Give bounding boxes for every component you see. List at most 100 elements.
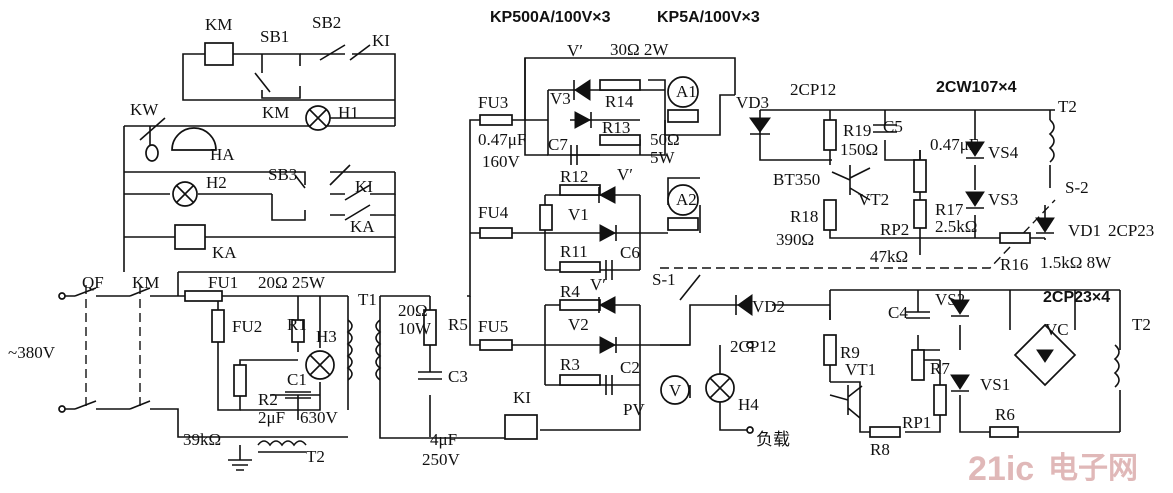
s2-label: S-2	[1065, 178, 1089, 197]
resistor-r2	[233, 364, 247, 397]
fuse-fu2	[211, 309, 225, 343]
transistor-vt1	[829, 385, 863, 419]
c7-value: 0.47μF	[478, 130, 526, 149]
r18-value: 390Ω	[776, 230, 814, 249]
c3-value: 4μF	[430, 430, 457, 449]
lamp-h2	[172, 181, 198, 207]
pv-label: PV	[623, 400, 645, 419]
km-coil	[204, 42, 234, 66]
r1-value: 20Ω 25W	[258, 273, 326, 292]
ka-label-contact: KA	[350, 217, 375, 236]
transistor-vt2	[831, 165, 871, 201]
kw-contact	[145, 144, 159, 162]
resistor-r9	[823, 334, 837, 366]
km-label-main: KM	[132, 273, 159, 292]
r19-label: R19	[843, 121, 871, 140]
watermark-cn: 电子网	[1048, 452, 1138, 485]
resistor-r3	[559, 374, 601, 386]
resistor-r4	[559, 299, 601, 311]
ki-label-top: KI	[372, 31, 390, 50]
r19-value: 150Ω	[840, 140, 878, 159]
watermark-brand: 21ic	[968, 450, 1034, 488]
v3-label: V3	[550, 89, 571, 108]
r2-label: R2	[258, 390, 278, 409]
capacitor-c1	[285, 391, 311, 399]
thyristor-small-spec: KP5A/100V×3	[657, 9, 760, 26]
resistor-r5	[423, 309, 437, 346]
diode-vd3	[749, 117, 771, 135]
c4-label: C4	[888, 303, 908, 322]
ki-label-mid: KI	[355, 177, 373, 196]
vc-label: VC	[1045, 320, 1069, 339]
transformer-t1	[346, 319, 382, 381]
vt2-label: VT2	[858, 190, 889, 209]
km-label-coil: KM	[205, 15, 232, 34]
t2-label-bottom: T2	[306, 447, 325, 466]
qf-label: QF	[82, 273, 104, 292]
h2-label: H2	[206, 173, 227, 192]
fu2-label: FU2	[232, 317, 262, 336]
load-label: 负载	[756, 430, 790, 449]
vd3-label: VD3	[736, 93, 769, 112]
transformer-t2-bottom	[257, 440, 307, 453]
transformer-t2-top	[1048, 119, 1055, 163]
vt1-label: VT1	[845, 360, 876, 379]
capacitor-c7	[570, 145, 578, 165]
vd2-label: VD2	[752, 297, 785, 316]
diode-vd1	[1035, 217, 1055, 234]
load-terminal-bottom	[746, 426, 754, 434]
s1-label: S-1	[652, 270, 676, 289]
thyristor-v2	[598, 296, 617, 354]
resistor-r14	[599, 79, 641, 91]
zener-vs4	[965, 141, 985, 159]
transformer-t2-right	[1113, 344, 1120, 388]
c5-label: C5	[883, 117, 903, 136]
r5-value: 20Ω	[398, 301, 428, 320]
r17-label: R17	[935, 200, 964, 219]
zener-vs2	[950, 299, 970, 317]
cp23-label: 2CP23	[1108, 221, 1154, 240]
km-label-lamp: KM	[262, 103, 289, 122]
c1-value: 2μF	[258, 408, 285, 427]
r12-label: R12	[560, 167, 588, 186]
vs2-label: VS2	[935, 290, 965, 309]
load-terminal-top	[746, 341, 754, 349]
r3-label: R3	[560, 355, 580, 374]
lamp-h3	[305, 350, 335, 380]
c7-label: C7	[548, 135, 568, 154]
fu5-label: FU5	[478, 317, 508, 336]
v1-label: V1	[568, 205, 589, 224]
ammeter-a2	[667, 184, 699, 231]
r1-label: R1	[287, 315, 307, 334]
vd1-label: VD1	[1068, 221, 1101, 240]
fuse-fu3	[479, 114, 513, 126]
zener-vs3	[965, 191, 985, 209]
bt350-label: BT350	[773, 170, 820, 189]
resistor-r8	[869, 426, 901, 438]
bridge-spec: 2CP23×4	[1043, 289, 1110, 306]
r7-label: R7	[930, 359, 950, 378]
ki-coil	[504, 414, 538, 440]
vprime-label-bottom: V′	[590, 275, 606, 294]
r8-label: R8	[870, 440, 890, 459]
lamp-h4	[705, 373, 735, 403]
rp2-value: 47kΩ	[870, 247, 908, 266]
r17-value: 2.5kΩ	[935, 217, 977, 236]
rp2-label: RP2	[880, 220, 909, 239]
thyristor-v1	[598, 186, 617, 242]
resistor-r1	[291, 319, 305, 343]
resistor-r12	[559, 184, 601, 196]
r13-label: R13	[602, 118, 630, 137]
supply-label: ~380V	[8, 343, 56, 362]
r11-label: R11	[560, 242, 588, 261]
sb3-label: SB3	[268, 165, 297, 184]
kw-label: KW	[130, 100, 159, 119]
capacitor-c6	[605, 260, 613, 280]
capacitor-c3	[418, 371, 442, 380]
a1-label: A1	[676, 82, 697, 101]
fuse-fu5	[479, 339, 513, 351]
fu1-label: FU1	[208, 273, 238, 292]
c1-label: C1	[287, 370, 307, 389]
